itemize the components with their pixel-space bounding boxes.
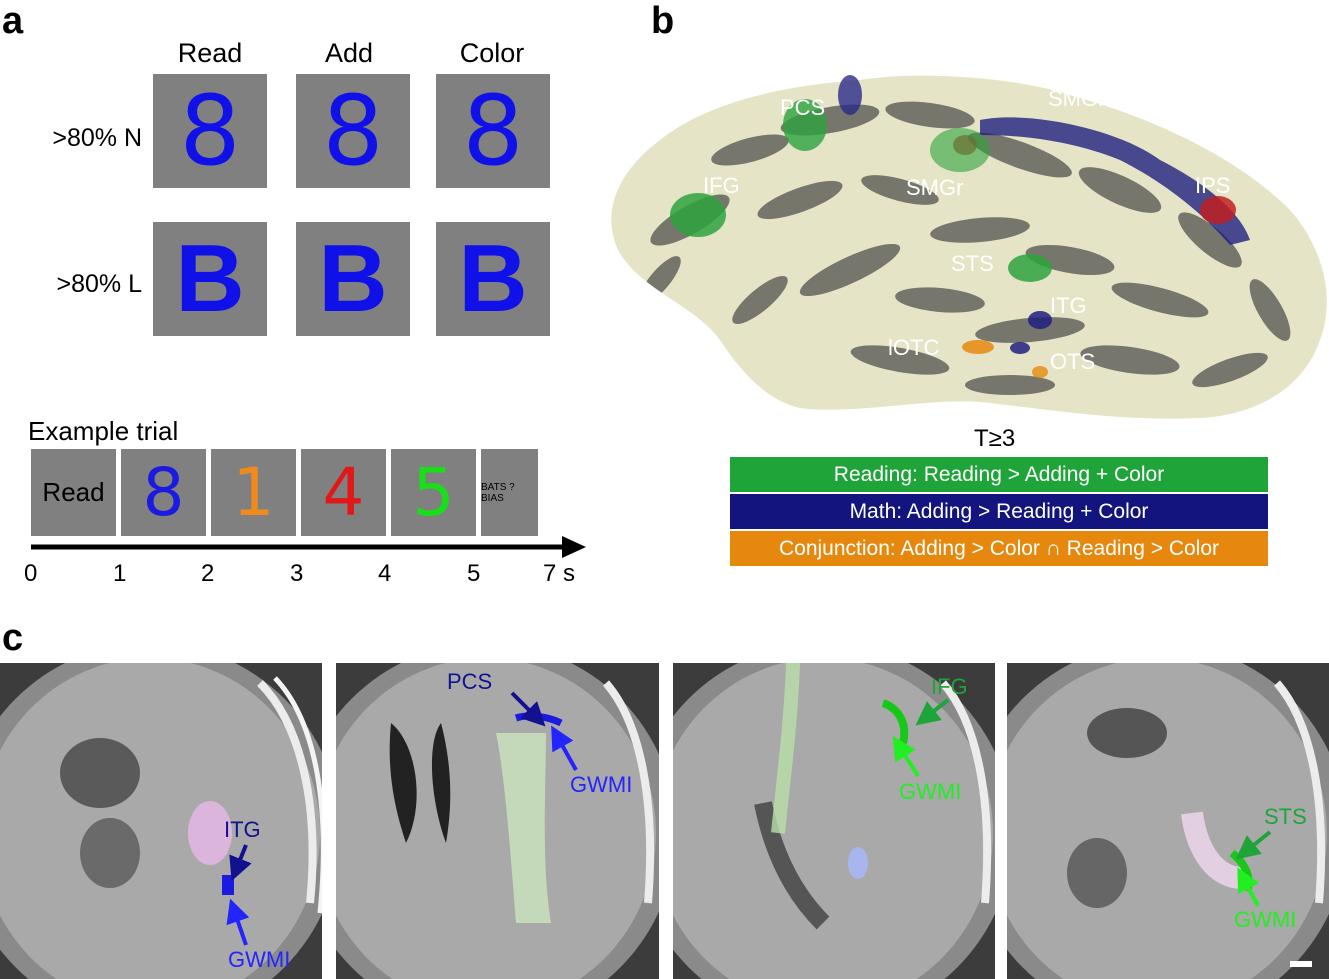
panel-a-letter: a <box>2 0 24 42</box>
timeline-tick-5: 5 <box>467 560 481 587</box>
region-label-pcs: PCS <box>780 95 826 120</box>
row-label-numeric: >80% N <box>52 124 142 152</box>
trial-frame-3: 4 <box>301 449 386 536</box>
inflated-brain-surface <box>611 75 1327 419</box>
timeline-tick-7s: 7 s <box>543 560 576 587</box>
mri-slice-4 <box>1007 663 1329 979</box>
region-label-sts: STS <box>951 251 994 276</box>
trial-digit-3: 4 <box>322 454 365 531</box>
stimulus-read-n: 8 <box>153 74 267 188</box>
trial-cue: Read <box>31 449 116 536</box>
mri-slice-2 <box>336 663 659 979</box>
stimulus-read-l: B <box>153 222 267 336</box>
slice-4-bottom-label: GWMI <box>1234 907 1297 932</box>
mri-slice-1 <box>0 663 322 979</box>
stimulus-color-n: 8 <box>436 74 550 188</box>
trial-frame-1: 8 <box>121 449 206 536</box>
slice-2-top-label: PCS <box>447 669 493 694</box>
region-label-smgm: SMGm <box>1048 86 1117 111</box>
panel-b-letter: b <box>651 0 675 42</box>
column-label-read: Read <box>177 38 243 68</box>
trial-digit-2: 1 <box>232 454 275 531</box>
column-label-add: Add <box>324 38 374 68</box>
timeline-arrow <box>31 536 586 558</box>
region-label-ifg: IFG <box>703 173 740 198</box>
trial-frame-2: 1 <box>211 449 296 536</box>
panel-c-letter: c <box>2 617 24 659</box>
scale-bar <box>1290 961 1312 967</box>
timeline-tick-4: 4 <box>378 560 392 587</box>
trial-digit-1: 8 <box>142 454 185 531</box>
stimulus-add-l: B <box>296 222 410 336</box>
threshold-label: T≥3 <box>974 425 1016 452</box>
trial-frame-4: 5 <box>391 449 476 536</box>
region-label-ips: IPS <box>1195 173 1231 198</box>
region-label-lotc: lOTC <box>888 335 940 360</box>
region-label-itg: ITG <box>1050 293 1087 318</box>
slice-1-bottom-label: GWMI <box>228 947 291 972</box>
timeline-tick-0: 0 <box>24 560 38 587</box>
legend-reading: Reading: Reading > Adding + Color <box>730 457 1268 492</box>
slice-3-top-label: IFG <box>931 674 968 699</box>
trial-probe: BATS ? BIAS <box>481 449 538 536</box>
slice-1-top-label: ITG <box>224 817 261 842</box>
timeline-tick-3: 3 <box>290 560 304 587</box>
region-label-smgr: SMGr <box>906 175 964 200</box>
example-trial-title: Example trial <box>28 416 179 446</box>
timeline-tick-1: 1 <box>113 560 127 587</box>
legend-math: Math: Adding > Reading + Color <box>730 494 1268 529</box>
legend-conjunction: Conjunction: Adding > Color ∩ Reading > … <box>730 531 1268 566</box>
trial-digit-4: 5 <box>412 454 455 531</box>
row-label-letter: >80% L <box>56 270 143 298</box>
stimulus-color-l: B <box>436 222 550 336</box>
timeline-tick-2: 2 <box>201 560 215 587</box>
slice-3-bottom-label: GWMI <box>899 779 962 804</box>
column-label-color: Color <box>459 38 525 68</box>
slice-4-top-label: STS <box>1264 804 1307 829</box>
slice-2-bottom-label: GWMI <box>570 772 633 797</box>
region-label-ots: OTS <box>1050 349 1096 374</box>
stimulus-add-n: 8 <box>296 74 410 188</box>
